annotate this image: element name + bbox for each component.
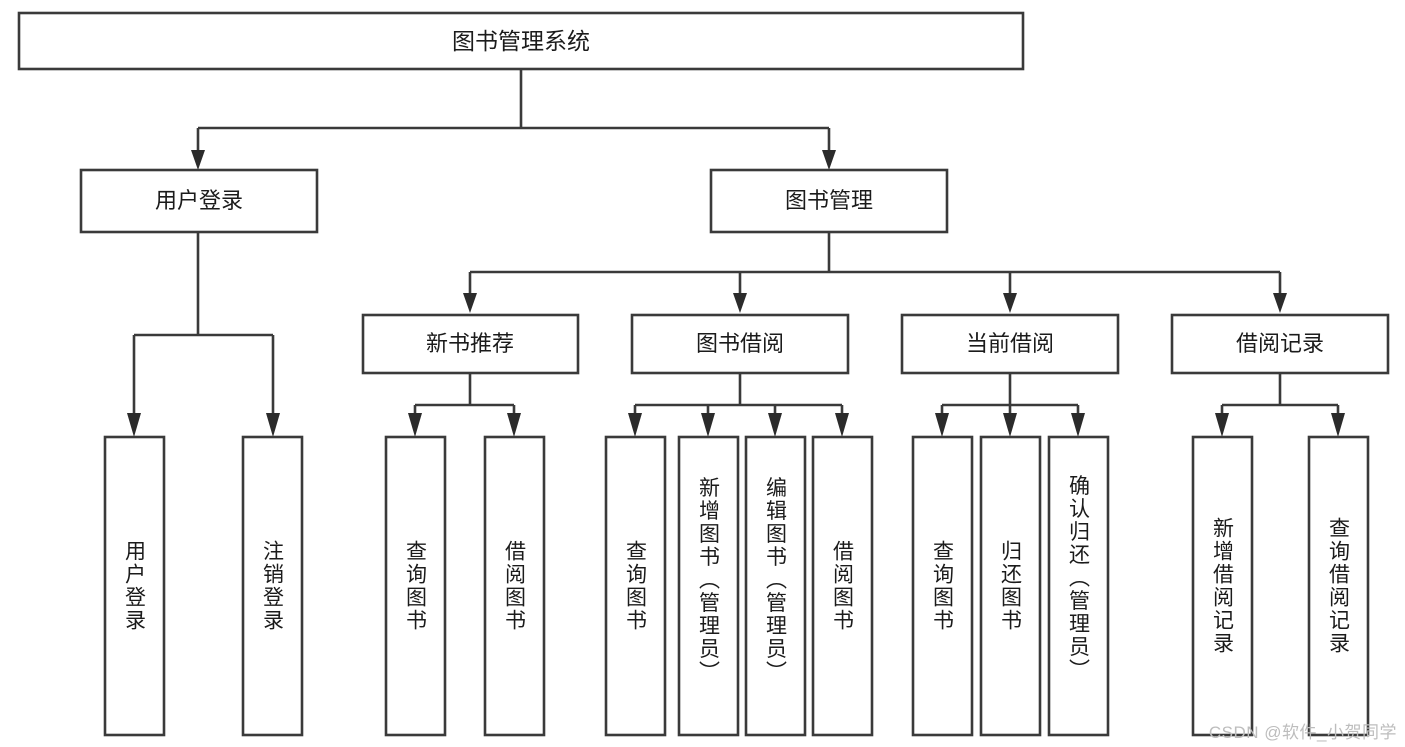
node-current-borrow[interactable]: 当前借阅 [900,313,1120,375]
arrow-new-book-to-leaf-2 [507,413,521,437]
node-leaf-logout-label: 注销登录 [261,540,285,632]
node-leaf-edit-book-admin-box[interactable] [744,435,807,737]
arrow-current-borrow-to-leaf-3 [1071,413,1085,437]
node-leaf-borrow-book-1-box[interactable] [483,435,546,737]
node-leaf-add-book-admin-box[interactable] [677,435,740,737]
node-user-login-box[interactable] [79,168,319,234]
node-leaf-query-borrow-record-box[interactable] [1307,435,1370,737]
node-current-borrow-label: 当前借阅 [966,331,1054,356]
arrow-borrow-record-to-leaf-2 [1331,413,1345,437]
node-leaf-return-book-box[interactable] [979,435,1042,737]
node-new-book-recommend[interactable]: 新书推荐 [361,313,580,375]
arrow-borrow-record-to-leaf-1 [1215,413,1229,437]
arrow-book-manage-to-new-book [463,293,477,313]
node-root[interactable]: 图书管理系统 [17,11,1025,71]
node-leaf-query-book-1-label: 查询图书 [404,540,428,632]
arrow-current-borrow-to-leaf-1 [935,413,949,437]
node-leaf-query-book-2[interactable]: 查询图书 [604,435,667,737]
arrow-book-manage-to-current-borrow [1003,293,1017,313]
node-book-borrow[interactable]: 图书借阅 [630,313,850,375]
connector-layer [127,69,1345,437]
node-leaf-borrow-book-2-label: 借阅图书 [831,540,855,632]
node-book-manage[interactable]: 图书管理 [709,168,949,234]
arrow-new-book-to-leaf-1 [408,413,422,437]
arrow-root-to-user-login [191,150,205,170]
node-new-book-recommend-box[interactable] [361,313,580,375]
node-current-borrow-box[interactable] [900,313,1120,375]
node-book-borrow-box[interactable] [630,313,850,375]
arrow-book-borrow-to-leaf-1 [628,413,642,437]
node-leaf-add-book-admin-label: 新增图书（管理员） [697,477,721,684]
arrow-root-to-book-manage [822,150,836,170]
node-leaf-edit-book-admin-label: 编辑图书（管理员） [764,477,788,684]
node-leaf-confirm-return-admin[interactable]: 确认归还（管理员） [1047,435,1110,737]
node-leaf-user-login-label: 用户登录 [123,540,147,632]
node-borrow-record[interactable]: 借阅记录 [1170,313,1390,375]
arrow-book-manage-to-book-borrow [733,293,747,313]
node-root-box[interactable] [17,11,1025,71]
node-borrow-record-label: 借阅记录 [1236,331,1324,356]
node-new-book-recommend-label: 新书推荐 [426,331,514,356]
node-leaf-borrow-book-1[interactable]: 借阅图书 [483,435,546,737]
node-leaf-user-login[interactable]: 用户登录 [103,435,166,737]
node-leaf-query-book-3[interactable]: 查询图书 [911,435,974,737]
node-leaf-query-borrow-record-label: 查询借阅记录 [1327,517,1351,655]
node-book-borrow-label: 图书借阅 [696,331,784,356]
arrow-book-borrow-to-leaf-4 [835,413,849,437]
arrow-book-borrow-to-leaf-2 [701,413,715,437]
node-book-manage-label: 图书管理 [785,188,873,213]
node-leaf-logout[interactable]: 注销登录 [241,435,304,737]
node-leaf-logout-box[interactable] [241,435,304,737]
node-leaf-query-book-1[interactable]: 查询图书 [384,435,447,737]
arrow-current-borrow-to-leaf-2 [1003,413,1017,437]
node-leaf-query-book-2-label: 查询图书 [624,540,648,632]
node-leaf-edit-book-admin[interactable]: 编辑图书（管理员） [744,435,807,737]
node-book-manage-box[interactable] [709,168,949,234]
node-leaf-confirm-return-admin-box[interactable] [1047,435,1110,737]
node-leaf-add-book-admin[interactable]: 新增图书（管理员） [677,435,740,737]
node-leaf-borrow-book-1-label: 借阅图书 [503,540,527,632]
node-leaf-add-borrow-record-label: 新增借阅记录 [1211,517,1235,655]
node-leaf-query-book-3-box[interactable] [911,435,974,737]
node-leaf-return-book[interactable]: 归还图书 [979,435,1042,737]
node-user-login[interactable]: 用户登录 [79,168,319,234]
node-leaf-query-book-2-box[interactable] [604,435,667,737]
node-user-login-label: 用户登录 [155,188,243,213]
arrow-user-login-to-leaf-1 [127,413,141,437]
arrow-book-borrow-to-leaf-3 [768,413,782,437]
node-leaf-user-login-box[interactable] [103,435,166,737]
arrow-book-manage-to-borrow-record [1273,293,1287,313]
arrow-user-login-to-leaf-2 [266,413,280,437]
node-borrow-record-box[interactable] [1170,313,1390,375]
node-leaf-borrow-book-2[interactable]: 借阅图书 [811,435,874,737]
node-leaf-return-book-label: 归还图书 [999,540,1023,632]
node-leaf-confirm-return-admin-label: 确认归还（管理员） [1067,475,1091,682]
node-leaf-query-book-1-box[interactable] [384,435,447,737]
node-root-label: 图书管理系统 [452,28,590,54]
node-leaf-borrow-book-2-box[interactable] [811,435,874,737]
node-leaf-add-borrow-record[interactable]: 新增借阅记录 [1191,435,1254,737]
node-leaf-query-book-3-label: 查询图书 [931,540,955,632]
node-leaf-query-borrow-record[interactable]: 查询借阅记录 [1307,435,1370,737]
node-leaf-add-borrow-record-box[interactable] [1191,435,1254,737]
